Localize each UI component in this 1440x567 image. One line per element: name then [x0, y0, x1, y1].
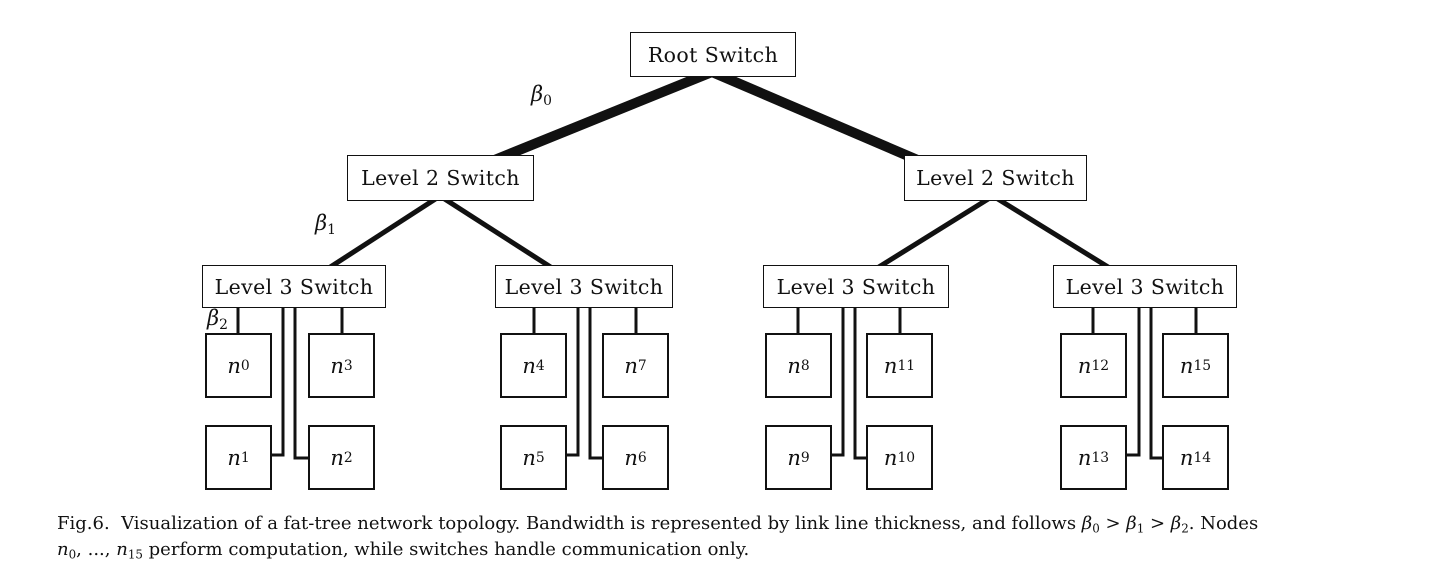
caption-fig-number: Fig.6.	[57, 513, 110, 534]
beta2-symbol: β	[207, 306, 220, 330]
level3-switch-2-box: Level 3 Switch	[495, 265, 673, 308]
node-n15-symbol: n	[116, 539, 128, 560]
beta2-link-label: β2	[207, 306, 228, 333]
level3-switch-4-box: Level 3 Switch	[1053, 265, 1237, 308]
caption-text-segment: . Nodes	[1188, 513, 1259, 534]
figure-caption: Fig.6. Visualization of a fat-tree netwo…	[57, 511, 1258, 563]
caption-text-segment: , ...,	[76, 539, 117, 560]
level3-switch-3-label: Level 3 Switch	[776, 274, 936, 299]
beta0-link-label: β0	[531, 82, 552, 109]
root-switch-label: Root Switch	[647, 42, 779, 67]
beta1-links	[316, 193, 1123, 278]
node-n0-symbol: n	[57, 539, 69, 560]
level2-switch-right-box: Level 2 Switch	[904, 155, 1087, 201]
beta2-links	[236, 306, 1198, 460]
level2-switch-right-label: Level 2 Switch	[916, 166, 1075, 190]
level3-switch-4-label: Level 3 Switch	[1065, 274, 1225, 299]
caption-text-segment: >	[1099, 513, 1127, 534]
beta1-symbol: β	[1126, 513, 1137, 534]
root-switch-box: Root Switch	[630, 32, 796, 77]
level3-switch-3-box: Level 3 Switch	[763, 265, 949, 308]
level3-switch-2-label: Level 3 Switch	[504, 274, 664, 299]
caption-text-segment: Visualization of a fat-tree network topo…	[109, 513, 1082, 534]
beta0-symbol: β	[531, 82, 544, 106]
caption-line-1: Fig.6. Visualization of a fat-tree netwo…	[57, 513, 1259, 536]
caption-text-segment: >	[1144, 513, 1171, 534]
level3-switch-1-box: Level 3 Switch	[202, 265, 386, 308]
level2-switch-left-label: Level 2 Switch	[361, 166, 520, 190]
beta2-symbol: β	[1170, 513, 1182, 534]
level2-switch-left-box: Level 2 Switch	[347, 155, 534, 201]
beta1-symbol: β	[315, 211, 328, 235]
caption-text-segment: perform computation, while switches hand…	[142, 539, 750, 560]
level3-switch-1-label: Level 3 Switch	[214, 274, 374, 299]
beta1-link-label: β1	[315, 211, 336, 238]
caption-line-2: n0, ..., n15 perform computation, while …	[57, 539, 750, 562]
beta0-symbol: β	[1081, 513, 1093, 534]
